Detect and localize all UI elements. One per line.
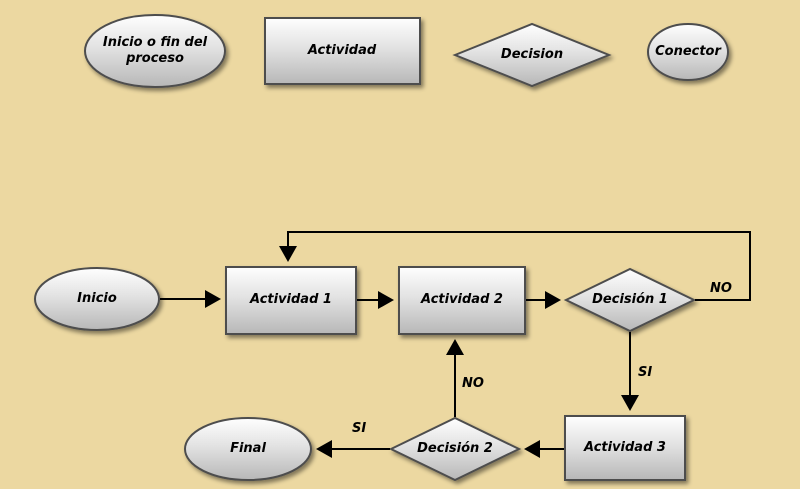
legend-decision-shape [452,22,612,88]
activity1-node-shape [225,266,357,335]
activity3-node-shape [564,415,686,481]
activity2-node-shape [398,266,526,335]
legend-connector-shape [647,23,729,81]
start-node-shape [34,267,160,331]
legend-terminator-shape [84,14,226,88]
edge-decision1-no-loop [279,231,751,301]
final-node-shape [184,417,312,481]
decision2-node-shape [388,416,522,482]
legend-activity-shape [264,17,421,85]
decision1-node-shape [563,267,697,333]
bottom-white-strip [0,489,800,500]
